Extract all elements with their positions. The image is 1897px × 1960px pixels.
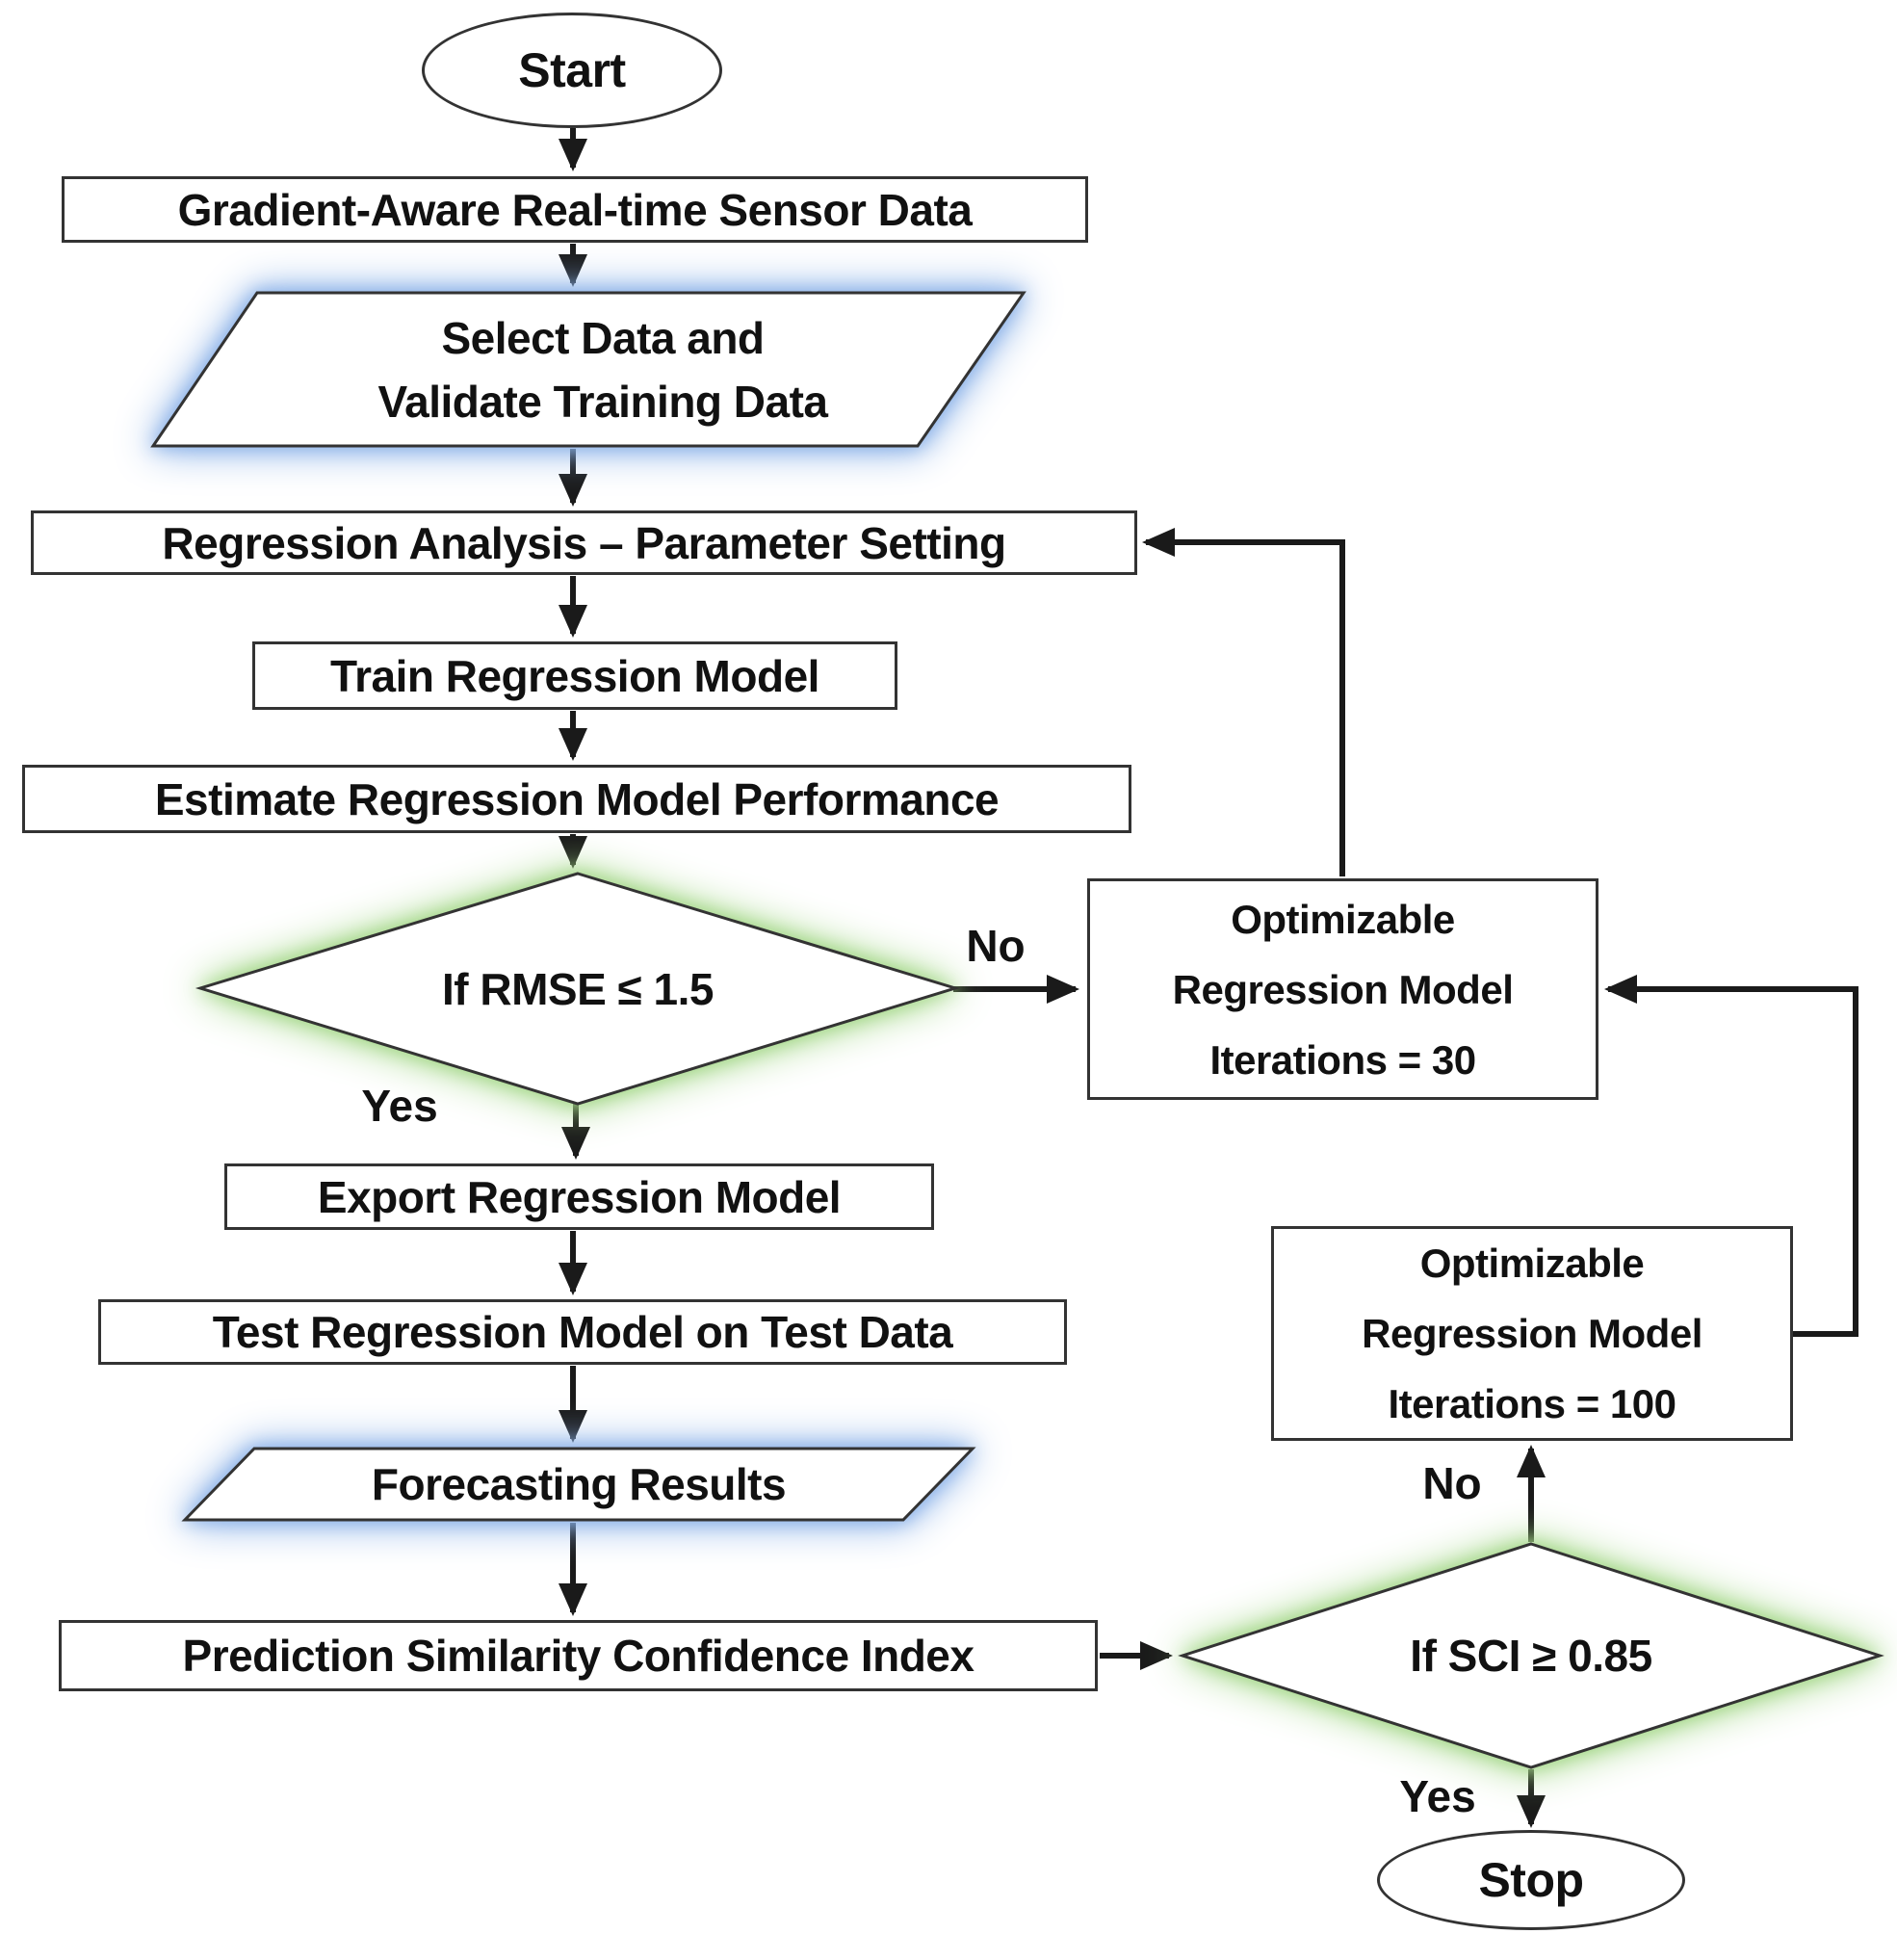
node-iterations-100: Optimizable Regression Model Iterations …: [1271, 1226, 1793, 1441]
iterations-30-line3: Iterations = 30: [1209, 1036, 1476, 1083]
select-validate-parallelogram: [150, 291, 1026, 448]
node-select-validate: Select Data and Validate Training Data: [150, 291, 1026, 448]
iterations-30-line2: Regression Model: [1172, 966, 1514, 1012]
forecasting-results-parallelogram: [181, 1447, 976, 1522]
node-stop: Stop: [1377, 1830, 1685, 1930]
stop-label: Stop: [1478, 1853, 1584, 1907]
edge-iter100-loop-to-iter30: [1604, 975, 1858, 1337]
sci-decision-label: If SCI ≥ 0.85: [1410, 1631, 1652, 1681]
edge-iter30-loop-to-regression: [1142, 528, 1345, 876]
edge-label-rmse-no: No: [966, 921, 1026, 971]
iterations-100-line2: Regression Model: [1362, 1311, 1702, 1356]
edge-label-sci-yes: Yes: [1399, 1771, 1476, 1821]
regression-analysis-label: Regression Analysis – Parameter Setting: [162, 517, 1006, 568]
sensor-data-label: Gradient-Aware Real-time Sensor Data: [177, 184, 973, 235]
node-start: Start: [422, 13, 722, 128]
edge-label-sci-no: No: [1422, 1458, 1482, 1508]
node-regression-analysis: Regression Analysis – Parameter Setting: [31, 510, 1137, 575]
forecasting-results-label: Forecasting Results: [371, 1459, 787, 1509]
node-prediction-index: Prediction Similarity Confidence Index: [59, 1620, 1098, 1691]
export-model-label: Export Regression Model: [317, 1171, 842, 1222]
node-test-model: Test Regression Model on Test Data: [98, 1299, 1067, 1365]
node-iterations-30: Optimizable Regression Model Iterations …: [1087, 878, 1598, 1100]
rmse-decision-label: If RMSE ≤ 1.5: [441, 963, 715, 1014]
node-train-model: Train Regression Model: [252, 641, 897, 710]
node-rmse-decision: If RMSE ≤ 1.5: [195, 871, 961, 1107]
node-export-model: Export Regression Model: [224, 1163, 934, 1230]
node-sci-decision: If SCI ≥ 0.85: [1178, 1541, 1884, 1770]
start-label: Start: [518, 43, 626, 97]
prediction-index-label: Prediction Similarity Confidence Index: [182, 1631, 974, 1681]
edge-label-rmse-yes: Yes: [361, 1081, 438, 1131]
select-validate-line1: Select Data and: [441, 312, 765, 363]
train-model-label: Train Regression Model: [330, 650, 819, 701]
node-sensor-data: Gradient-Aware Real-time Sensor Data: [62, 176, 1088, 243]
iterations-30-line1: Optimizable: [1231, 896, 1455, 942]
test-model-label: Test Regression Model on Test Data: [212, 1307, 953, 1357]
node-estimate-performance: Estimate Regression Model Performance: [22, 765, 1131, 833]
sci-decision-diamond: [1178, 1542, 1884, 1769]
estimate-performance-label: Estimate Regression Model Performance: [154, 773, 1000, 824]
iterations-100-line3: Iterations = 100: [1388, 1381, 1676, 1426]
select-validate-line2: Validate Training Data: [377, 376, 828, 427]
rmse-decision-diamond: [195, 872, 961, 1106]
iterations-100-line1: Optimizable: [1419, 1241, 1645, 1286]
node-forecasting-results: Forecasting Results: [181, 1447, 976, 1522]
